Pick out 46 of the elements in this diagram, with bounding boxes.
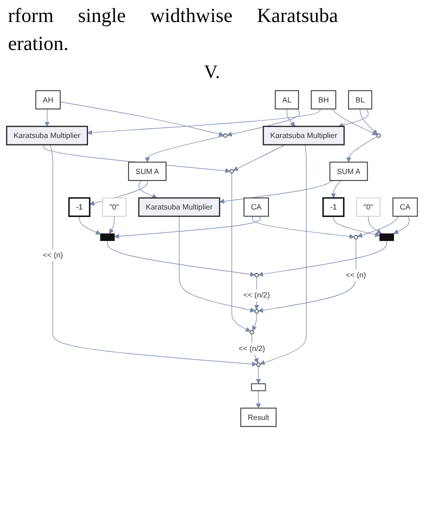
arrow bbox=[79, 216, 101, 235]
arrow bbox=[333, 216, 380, 238]
node-bar bbox=[100, 233, 115, 241]
node-circle bbox=[230, 169, 234, 174]
node-circle bbox=[254, 309, 259, 314]
arrow bbox=[330, 180, 342, 198]
arrow bbox=[256, 390, 261, 408]
arrow bbox=[360, 108, 378, 135]
arrow bbox=[50, 144, 257, 367]
arrow bbox=[332, 108, 378, 136]
node-circle bbox=[256, 362, 261, 367]
arrow bbox=[393, 216, 410, 234]
arrow bbox=[226, 108, 300, 137]
arrow bbox=[232, 172, 250, 332]
node-circle bbox=[250, 330, 254, 334]
arrow bbox=[252, 216, 354, 239]
arrow bbox=[256, 366, 261, 384]
arrow bbox=[338, 108, 369, 128]
paragraph-text: rform single widthwise Karatsuba eration. bbox=[8, 4, 338, 57]
arrow bbox=[87, 108, 321, 136]
arrow bbox=[144, 136, 224, 162]
node-circle bbox=[254, 272, 259, 278]
arrow bbox=[368, 216, 382, 234]
arrow bbox=[89, 180, 148, 206]
arrow bbox=[107, 240, 256, 277]
arrow bbox=[178, 216, 256, 313]
arrow bbox=[346, 136, 378, 162]
arrow bbox=[233, 144, 286, 171]
arrow bbox=[219, 180, 334, 204]
node-circle bbox=[223, 133, 228, 138]
node-circle bbox=[376, 133, 381, 138]
node-bar bbox=[379, 233, 394, 241]
section-number: V. bbox=[202, 62, 222, 84]
arrow bbox=[252, 312, 257, 331]
arrow bbox=[109, 216, 115, 234]
arrow bbox=[60, 102, 224, 137]
arrow bbox=[44, 108, 50, 127]
arrow bbox=[286, 108, 296, 127]
arrow bbox=[357, 216, 399, 238]
arrow bbox=[258, 240, 388, 277]
arrow bbox=[138, 180, 158, 199]
node-box bbox=[251, 383, 266, 392]
arrow bbox=[260, 144, 307, 365]
node-circle bbox=[354, 235, 358, 240]
arrow bbox=[258, 238, 356, 313]
arrow bbox=[114, 216, 261, 239]
